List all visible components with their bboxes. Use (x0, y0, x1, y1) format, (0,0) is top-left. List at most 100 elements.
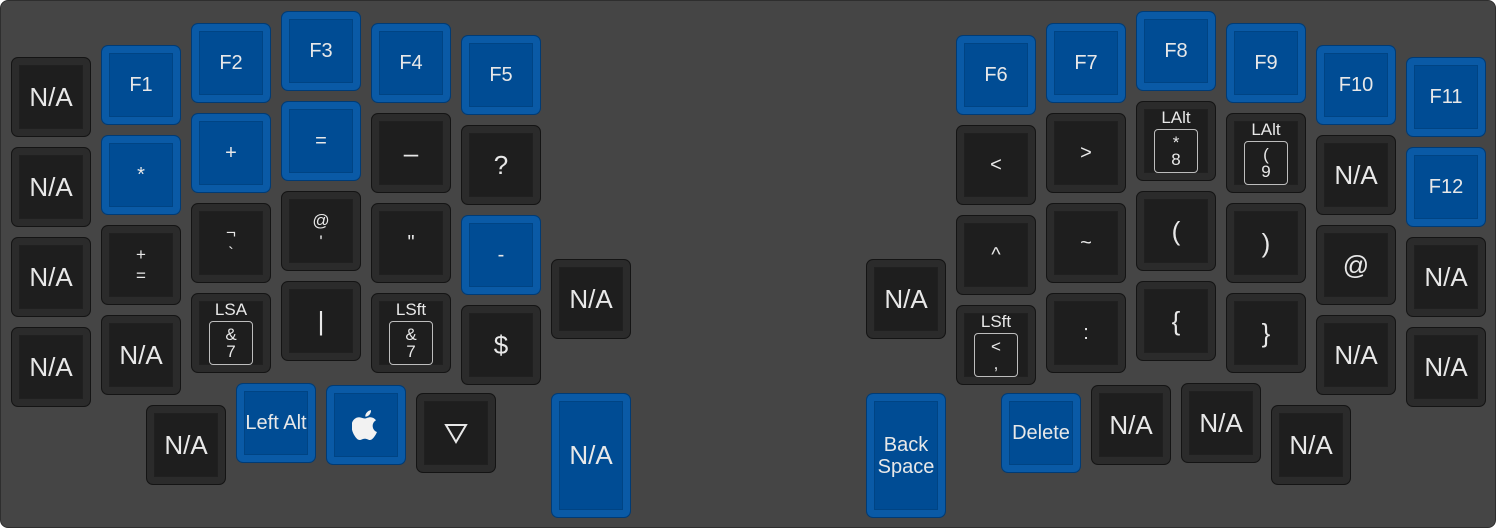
key-label: ^ (991, 244, 1001, 266)
key-lsa-7[interactable]: LSA & 7 (191, 293, 271, 373)
key-label: N/A (29, 261, 73, 292)
modifier-label: LAlt (1161, 107, 1191, 127)
key-right-brace[interactable]: } (1226, 293, 1306, 373)
key-na-r-c10-r2[interactable]: N/A (1316, 135, 1396, 215)
key-label-top: + (136, 244, 146, 264)
key-na-r-inner[interactable]: N/A (866, 259, 946, 339)
key-hyphen[interactable]: - (461, 215, 541, 295)
key-delete[interactable]: Delete (1001, 393, 1081, 473)
key-asterisk[interactable]: * (101, 135, 181, 215)
key-f6[interactable]: F6 (956, 35, 1036, 115)
key-label: - (497, 244, 505, 266)
key-lalt-9[interactable]: LAlt ( 9 (1226, 113, 1306, 193)
key-na-r-c10-r4[interactable]: N/A (1316, 315, 1396, 395)
key-f7[interactable]: F7 (1046, 23, 1126, 103)
key-greater-than[interactable]: > (1046, 113, 1126, 193)
key-label: * (137, 164, 145, 186)
key-tilde[interactable]: ~ (1046, 203, 1126, 283)
key-f2[interactable]: F2 (191, 23, 271, 103)
key-label: ? (493, 149, 509, 180)
key-na-r-c11-r3[interactable]: N/A (1406, 237, 1486, 317)
key-label-bottom: 9 (1261, 162, 1271, 182)
apple-icon (352, 410, 377, 440)
key-na-l-c0-r1[interactable]: N/A (11, 57, 91, 137)
key-not-grave[interactable]: ¬ ` (191, 203, 271, 283)
modifier-label: LSft (980, 311, 1012, 331)
key-label: F2 (219, 52, 243, 74)
key-na-r-thumb-3[interactable]: N/A (1271, 405, 1351, 485)
key-mod-stack: LSA & 7 (209, 299, 253, 366)
key-na-r-thumb-2[interactable]: N/A (1181, 383, 1261, 463)
key-label: F9 (1254, 52, 1278, 74)
key-plus-equals[interactable]: + = (101, 225, 181, 305)
key-label: = (315, 130, 327, 152)
key-label: } (1261, 317, 1271, 348)
key-at-apostrophe[interactable]: @ ' (281, 191, 361, 271)
key-legend-box: * 8 (1154, 129, 1198, 174)
key-na-l-thumb-tall[interactable]: N/A (551, 393, 631, 518)
key-command[interactable] (326, 385, 406, 465)
key-label: N/A (1424, 261, 1468, 292)
key-f4[interactable]: F4 (371, 23, 451, 103)
key-caret[interactable]: ^ (956, 215, 1036, 295)
key-f12[interactable]: F12 (1406, 147, 1486, 227)
key-f8[interactable]: F8 (1136, 11, 1216, 91)
key-lalt-8[interactable]: LAlt * 8 (1136, 101, 1216, 181)
key-label: ~ (1080, 232, 1092, 254)
key-na-l-inner[interactable]: N/A (551, 259, 631, 339)
key-minus[interactable]: – (371, 113, 451, 193)
key-colon[interactable]: : (1046, 293, 1126, 373)
key-na-l-c0-r3[interactable]: N/A (11, 237, 91, 317)
key-label-bottom: , (993, 354, 999, 374)
key-f10[interactable]: F10 (1316, 45, 1396, 125)
key-label-top: & (225, 325, 237, 345)
key-label: | (317, 305, 325, 336)
key-na-l-c0-r2[interactable]: N/A (11, 147, 91, 227)
key-label: Back Space (877, 433, 935, 478)
key-label: + (225, 142, 237, 164)
key-lsft-comma[interactable]: LSft < , (956, 305, 1036, 385)
key-f9[interactable]: F9 (1226, 23, 1306, 103)
key-label: $ (493, 329, 509, 360)
key-na-r-c11-r4[interactable]: N/A (1406, 327, 1486, 407)
key-triangle[interactable] (416, 393, 496, 473)
key-label: N/A (569, 440, 613, 471)
key-label: N/A (1109, 409, 1153, 440)
key-label: ( (1171, 215, 1181, 246)
key-pipe[interactable]: | (281, 281, 361, 361)
key-less-than[interactable]: < (956, 125, 1036, 205)
key-backspace[interactable]: Back Space (866, 393, 946, 518)
key-f3[interactable]: F3 (281, 11, 361, 91)
key-label: N/A (119, 339, 163, 370)
key-na-l-c1-r4[interactable]: N/A (101, 315, 181, 395)
key-f1[interactable]: F1 (101, 45, 181, 125)
key-at[interactable]: @ (1316, 225, 1396, 305)
key-label-top: * (1172, 133, 1180, 153)
key-label: F8 (1164, 40, 1188, 62)
key-label: Left Alt (245, 412, 307, 434)
key-dollar[interactable]: $ (461, 305, 541, 385)
key-left-brace[interactable]: { (1136, 281, 1216, 361)
key-left-paren[interactable]: ( (1136, 191, 1216, 271)
key-lsft-7[interactable]: LSft & 7 (371, 293, 451, 373)
key-f5[interactable]: F5 (461, 35, 541, 115)
key-question[interactable]: ? (461, 125, 541, 205)
key-na-l-thumb[interactable]: N/A (146, 405, 226, 485)
key-label: > (1080, 142, 1092, 164)
key-plus[interactable]: + (191, 113, 271, 193)
key-legend-box: & 7 (209, 321, 253, 366)
key-na-l-c0-r4[interactable]: N/A (11, 327, 91, 407)
key-label-top: ( (1263, 145, 1269, 165)
key-double-quote[interactable]: " (371, 203, 451, 283)
key-legend-box: ( 9 (1244, 141, 1288, 186)
key-na-r-thumb-1[interactable]: N/A (1091, 385, 1171, 465)
key-label: F5 (489, 64, 513, 86)
key-right-paren[interactable]: ) (1226, 203, 1306, 283)
key-equals[interactable]: = (281, 101, 361, 181)
triangle-down-icon (444, 424, 468, 444)
key-label: : (1083, 322, 1089, 344)
key-label: N/A (164, 429, 208, 460)
key-f11[interactable]: F11 (1406, 57, 1486, 137)
modifier-label: LSA (214, 299, 248, 319)
key-left-alt[interactable]: Left Alt (236, 383, 316, 463)
